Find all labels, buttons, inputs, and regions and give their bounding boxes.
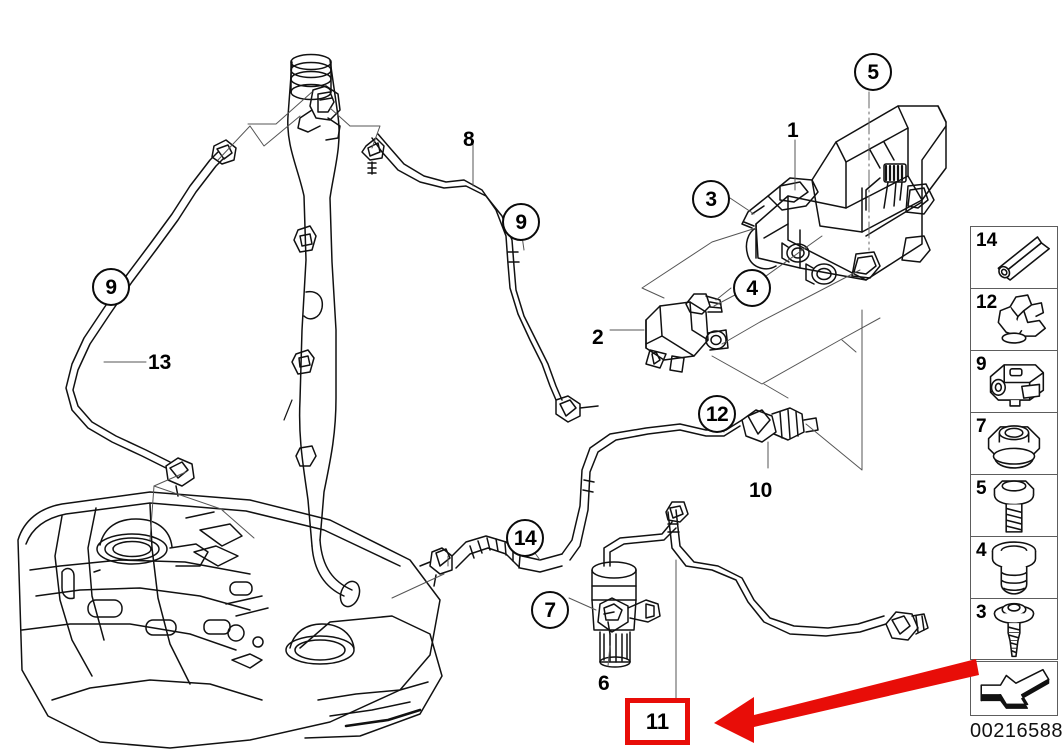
callout-label-2: 2 — [592, 326, 604, 349]
callout-bubble-7: 7 — [531, 591, 569, 629]
legend-row-14: 14 — [971, 227, 1057, 289]
legend-row-7: 7 — [971, 413, 1057, 475]
direction-of-travel-arrow-icon — [980, 668, 1050, 709]
legend-number-14: 14 — [976, 230, 998, 251]
filler-neck-drawing — [283, 53, 361, 608]
legend-number-5: 5 — [976, 478, 987, 499]
fuel-tank-drawing — [17, 491, 443, 749]
parts-legend: 14 12 9 7 5 4 3 — [970, 226, 1058, 660]
legend-number-3: 3 — [976, 602, 987, 623]
callout-bubble-4: 4 — [733, 269, 771, 307]
vent-line-8-drawing — [361, 133, 599, 423]
activated-charcoal-canister-drawing — [741, 105, 947, 285]
callout-bubble-12: 12 — [698, 395, 736, 433]
callout-label-13: 13 — [148, 351, 172, 374]
leak-diagnosis-module-drawing — [591, 521, 677, 668]
legend-row-4: 4 — [971, 537, 1057, 599]
vent-line-10-12-drawing — [561, 407, 819, 561]
legend-number-9: 9 — [976, 354, 987, 375]
legend-row-12: 12 — [971, 289, 1057, 351]
callout-bubble-9: 9 — [502, 203, 540, 241]
callout-bubble-3: 3 — [692, 180, 730, 218]
legend-row-3: 3 — [971, 599, 1057, 661]
vent-line-11-drawing — [665, 501, 929, 641]
vent-line-13-drawing — [65, 139, 237, 497]
legend-direction-arrow-box — [970, 661, 1058, 716]
highlighted-callout-11: 11 — [645, 708, 670, 734]
callout-label-1: 1 — [787, 119, 799, 142]
callout-bubble-14: 14 — [506, 519, 544, 557]
purge-control-valve-drawing — [645, 293, 729, 373]
legend-number-12: 12 — [976, 292, 998, 313]
annotation-arrow-icon — [714, 659, 979, 743]
diagram-id-label: 00216588 — [970, 720, 1063, 742]
callout-bubble-9: 9 — [92, 268, 130, 306]
callout-label-8: 8 — [463, 128, 475, 151]
legend-row-9: 9 — [971, 351, 1057, 413]
legend-number-7: 7 — [976, 416, 987, 437]
callout-label-10: 10 — [749, 479, 773, 502]
legend-row-5: 5 — [971, 475, 1057, 537]
callout-bubble-5: 5 — [854, 53, 892, 91]
legend-number-4: 4 — [976, 540, 987, 561]
callout-label-6: 6 — [598, 672, 610, 695]
